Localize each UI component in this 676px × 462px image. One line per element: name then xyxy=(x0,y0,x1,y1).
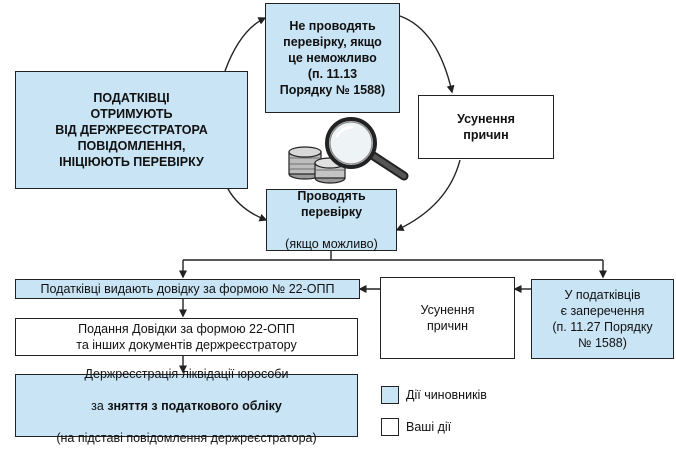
initiate-check-text: ПОДАТКІВЦІ ОТРИМУЮТЬ ВІД ДЕРЖРЕЄСТРАТОРА… xyxy=(55,91,208,169)
coins-magnifier-illustration xyxy=(288,117,409,184)
fix-causes-bottom-text: Усунення причин xyxy=(420,303,475,333)
objections-box: У податківців є заперечення (п. 11.27 По… xyxy=(531,279,674,359)
registration-line-3: (на підставі повідомлення держреєстратор… xyxy=(56,430,317,445)
registration-line-1: Держреєстрація ліквідації юрособи xyxy=(84,366,289,381)
registration-prefix: за xyxy=(91,398,108,413)
legend-swatch-official xyxy=(381,386,399,404)
legend-label-yours: Ваші дії xyxy=(406,420,452,434)
certificate-text: Податківці видають довідку за формою № 2… xyxy=(40,282,335,296)
cycle-arrow-left-top xyxy=(224,17,267,72)
fix-causes-top-box: Усунення причин xyxy=(418,95,554,159)
legend-label-official: Дії чиновників xyxy=(406,388,487,402)
cycle-arrow-right-top xyxy=(399,15,455,94)
registration-box: Держреєстрація ліквідації юрособи за зня… xyxy=(15,367,358,445)
cycle-arrow-right-bottom xyxy=(395,159,461,231)
certificate-box: Податківці видають довідку за формою № 2… xyxy=(15,279,360,299)
initiate-check-box: ПОДАТКІВЦІ ОТРИМУЮТЬ ВІД ДЕРЖРЕЄСТРАТОРА… xyxy=(15,71,248,189)
legend-swatch-yours xyxy=(381,418,399,436)
conduct-check-box: Проводять перевірку (якщо можливо) xyxy=(266,189,397,251)
fix-causes-bottom-box: Усунення причин xyxy=(380,277,515,359)
submit-documents-text: Подання Довідки за формою 22-ОПП та інши… xyxy=(76,322,297,352)
no-check-text: Не проводять перевірку, якщо це неможлив… xyxy=(279,19,386,97)
objections-text: У податківців є заперечення (п. 11.27 По… xyxy=(552,288,653,350)
cycle-arrow-left-bottom xyxy=(227,188,268,222)
conduct-check-note: (якщо можливо) xyxy=(285,237,378,251)
registration-bold: зняття з податкового обліку xyxy=(107,398,282,413)
submit-documents-box: Подання Довідки за формою 22-ОПП та інши… xyxy=(15,318,358,356)
fix-causes-top-text: Усунення причин xyxy=(457,112,515,142)
conduct-check-text: Проводять перевірку xyxy=(297,189,366,219)
no-check-box: Не проводять перевірку, якщо це неможлив… xyxy=(265,3,400,113)
